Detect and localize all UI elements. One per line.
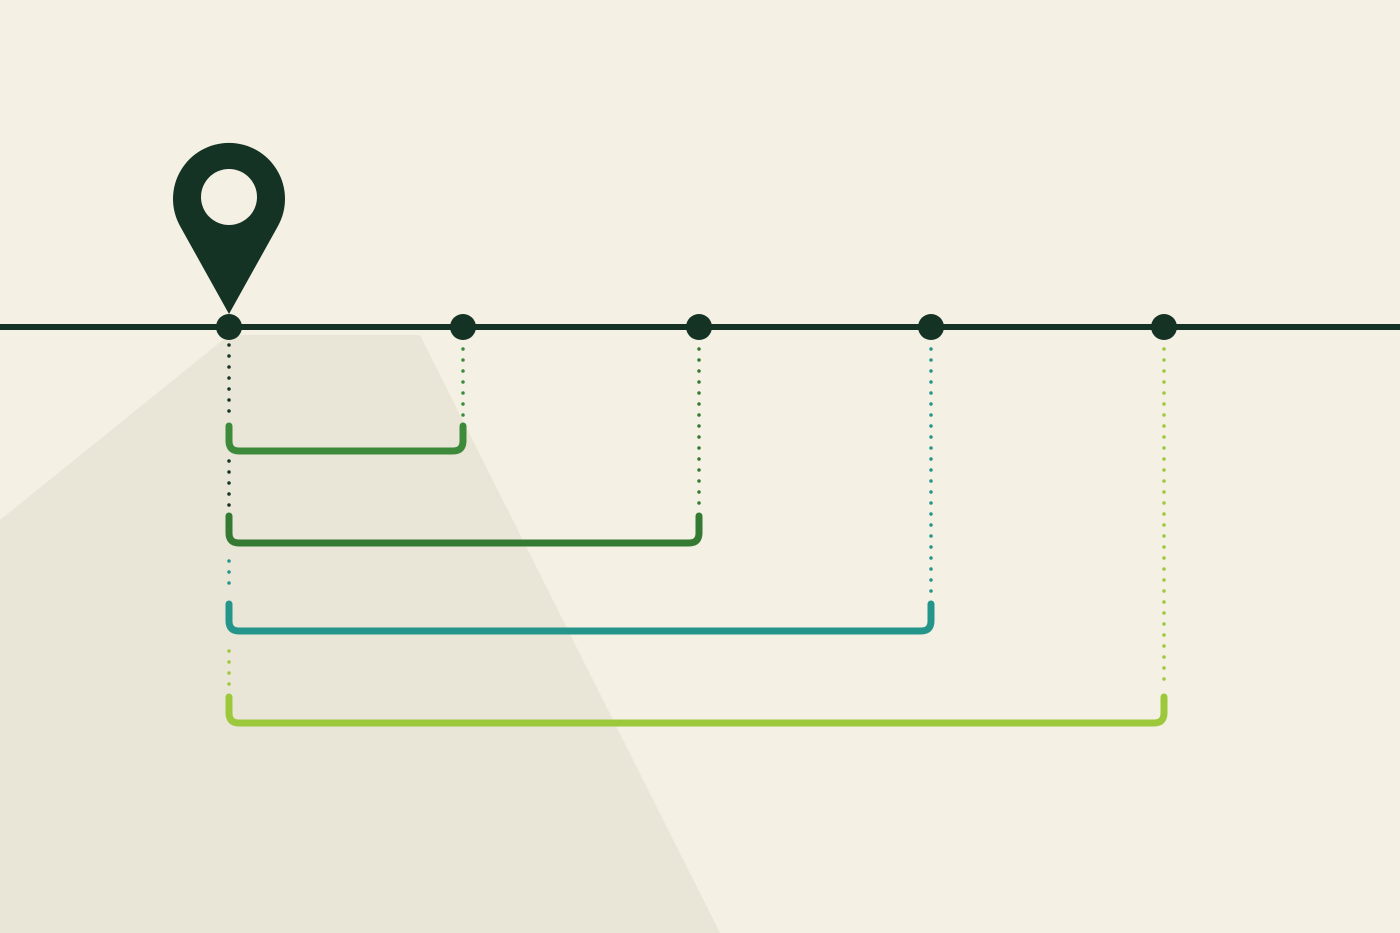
range-bracket-2 — [225, 512, 703, 547]
range-bracket-3 — [225, 600, 935, 635]
route-stop-1 — [216, 314, 242, 340]
range-bracket-1 — [225, 422, 467, 455]
map-pin-icon — [173, 142, 286, 314]
dotted-guides — [227, 343, 1166, 689]
range-brackets — [225, 422, 1168, 727]
route-stop-2 — [450, 314, 476, 340]
route-stop-5 — [1151, 314, 1177, 340]
pin-body — [173, 142, 286, 314]
route-stop-4 — [918, 314, 944, 340]
route-stops — [216, 314, 1177, 340]
range-bracket-4 — [225, 693, 1168, 727]
route-stop-3 — [686, 314, 712, 340]
pin-hole — [201, 169, 257, 225]
